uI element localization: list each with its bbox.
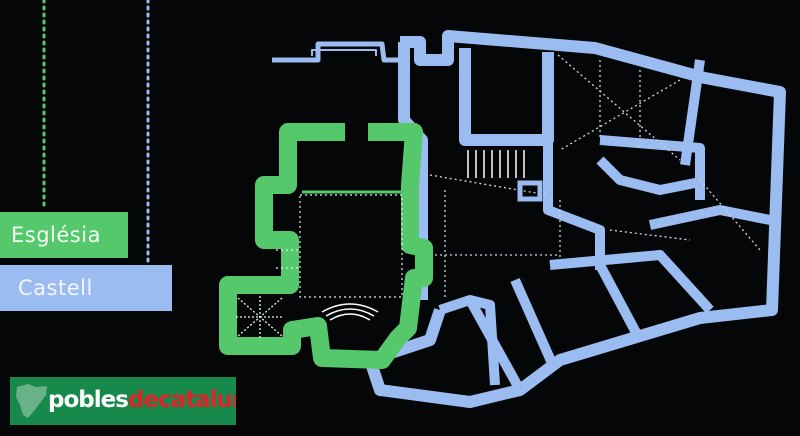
castell-outer-wall	[364, 30, 786, 408]
castell-inner-wall-10	[438, 295, 500, 386]
castell-inner-wall-5	[680, 59, 705, 166]
dotted-line	[559, 79, 681, 151]
castell-inner-wall-4	[648, 205, 771, 230]
castell-walls	[272, 30, 786, 408]
dotted-interior-lines	[429, 54, 761, 300]
castell-stair-top-inner	[311, 49, 377, 56]
apse-arc	[325, 308, 375, 317]
leader-lines	[42, 0, 150, 264]
castell-small-room	[517, 180, 543, 202]
castell-inner-wall-7	[595, 262, 645, 343]
castell-inner-wall-8	[510, 277, 560, 373]
apse-arc	[329, 313, 371, 321]
legend-castell: Castell	[0, 265, 172, 311]
castell-stair-top	[272, 41, 400, 63]
catalonia-map-shape	[16, 384, 47, 418]
apse-arc	[321, 303, 379, 313]
dotted-line	[699, 179, 761, 251]
castell-inner-wall-6	[549, 250, 714, 314]
nave-dotted-outline	[299, 194, 403, 298]
esglesia-nave-dotted	[276, 194, 403, 298]
legend-esglesia-label: Església	[11, 223, 101, 247]
castell-inner-wall-11	[596, 156, 701, 195]
poblesdecatalunya-logo: poblesdecatalunya	[10, 377, 236, 425]
dotted-line	[557, 54, 681, 161]
castell-inner-room-2	[543, 140, 605, 270]
esglesia-apse-arcs	[321, 303, 379, 321]
castell-staircase	[467, 150, 525, 178]
logo-part-catalunya: catalunya	[157, 387, 236, 413]
catalonia-map-icon	[16, 384, 47, 418]
logo-part-de: de	[127, 387, 159, 413]
logo-wordmark: poblesdecatalunya	[48, 385, 236, 415]
castell-inner-room-1	[459, 48, 554, 146]
legend-castell-label: Castell	[18, 276, 93, 300]
esglesia-main-body	[219, 123, 433, 369]
legend-esglesia: Església	[0, 212, 128, 258]
dotted-line	[609, 229, 691, 241]
logo-part-pobles: pobles	[48, 387, 129, 413]
esglesia-walls	[219, 123, 433, 369]
esglesia-vault-star	[236, 296, 284, 338]
